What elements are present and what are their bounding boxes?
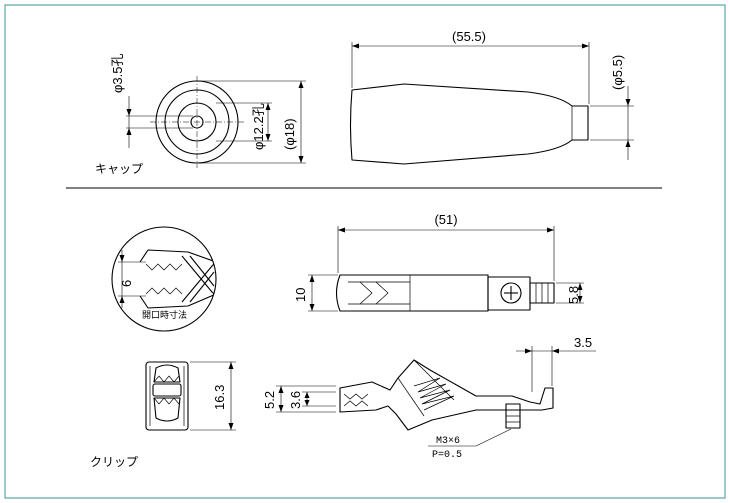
cap-hole-diameter-label: φ3.5孔 — [110, 53, 125, 93]
clip-end-outline — [145, 361, 189, 431]
clip-end-view — [145, 361, 189, 431]
clip-screw-head — [500, 282, 522, 304]
dimension-3-5-label: 3.5 — [574, 335, 592, 350]
screw-callout: M3×6 P=0.5 — [428, 428, 512, 461]
cap-tip-diameter-label: (φ5.5) — [610, 55, 625, 90]
clip-width-label: 16.3 — [212, 385, 227, 410]
clip-jaw-dimensions: 5.2 3.6 — [262, 385, 336, 413]
detail-circle — [111, 226, 217, 332]
cap-hole-dimension: φ3.5孔 — [110, 53, 193, 148]
clip-width-dimension: 16.3 — [190, 361, 236, 431]
dimension-3-6-label: 3.6 — [288, 391, 303, 409]
dimension-5-2-label: 5.2 — [262, 391, 277, 409]
cap-body-outline — [349, 83, 589, 165]
drawing-frame — [4, 4, 726, 499]
clip-caption: クリップ — [90, 455, 138, 469]
cap-diameter-dimensions: φ12.2孔 (φ18) — [198, 80, 306, 164]
clip-tail-height-label: 5.8 — [566, 286, 581, 304]
cap-length-label: (55.5) — [452, 29, 486, 44]
clip-side-outline — [339, 359, 554, 431]
detail-upper-jaw — [139, 249, 216, 277]
clip-length-dimension: (51) — [337, 212, 555, 281]
clip-body-outline — [335, 274, 489, 312]
cap-side-view — [349, 83, 589, 165]
cap-inner-diameter-label: φ12.2孔 — [251, 103, 266, 150]
jaw-opening-label: 6 — [119, 280, 134, 287]
screw-pitch-label: P=0.5 — [432, 450, 462, 461]
clip-tail-dimension: 5.8 — [556, 282, 584, 304]
cap-outer-diameter-label: (φ18) — [282, 118, 297, 150]
screw-spec-label: M3×6 — [436, 436, 460, 447]
clip-top-view — [335, 274, 555, 312]
cap-front-view — [150, 76, 244, 168]
clip-height-dimension: 10 — [293, 274, 338, 312]
clip-height-label: 10 — [293, 288, 308, 302]
jaw-opening-note: 開口時寸法 — [142, 309, 187, 320]
cap-tip-dimension: (φ5.5) — [590, 55, 634, 160]
cap-caption: キャップ — [95, 162, 143, 176]
clip-jaw-detail: 6 開口時寸法 — [111, 226, 217, 332]
clip-side-view — [339, 359, 554, 431]
clip-tip-dimension: 3.5 — [516, 335, 596, 392]
clip-length-label: (51) — [434, 212, 457, 227]
detail-lower-jaw — [139, 281, 216, 309]
cap-length-dimension: (55.5) — [351, 29, 590, 104]
